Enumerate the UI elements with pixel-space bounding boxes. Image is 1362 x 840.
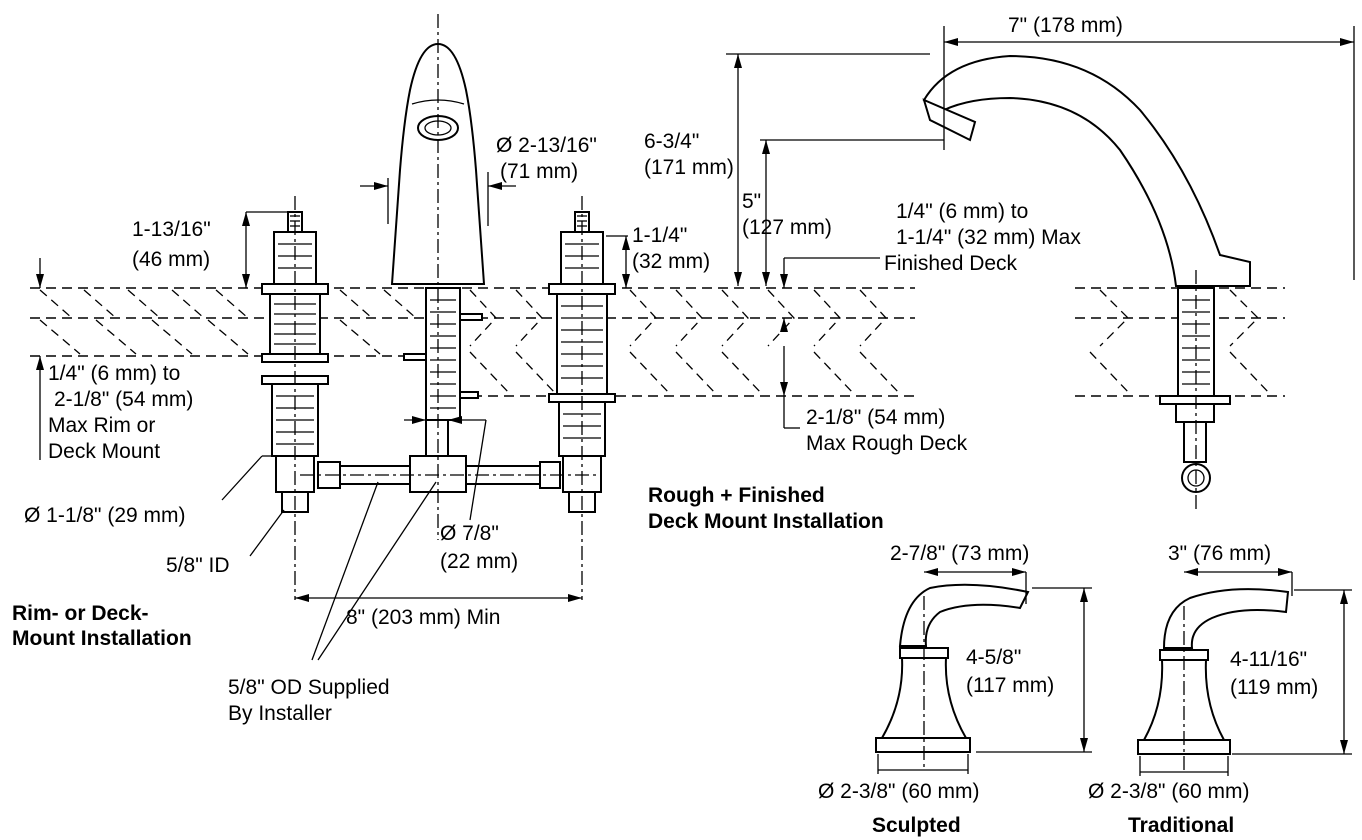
traditional-reach-label: 3" (76 mm) — [1168, 542, 1271, 565]
dimension-labels: 7" (178 mm) Ø 2-13/16" (71 mm) 6-3/4" (1… — [24, 14, 1318, 803]
rim-range-label-4: Deck Mount — [48, 440, 160, 463]
rim-range-label-1: 1/4" (6 mm) to — [48, 362, 180, 385]
centers-label: 8" (203 mm) Min — [346, 606, 501, 629]
right-stem-height-mm-label: (32 mm) — [632, 250, 710, 273]
finished-deck-label-3: Finished Deck — [884, 252, 1018, 275]
spout-height-label: 6-3/4" — [644, 130, 699, 153]
spout-diameter-mm-label: (71 mm) — [500, 160, 578, 183]
traditional-height-mm-label: (119 mm) — [1230, 676, 1318, 699]
rough-deck-label-1: 2-1/8" (54 mm) — [806, 406, 945, 429]
spout-clearance-label: 5" — [742, 190, 761, 213]
rim-range-label-2: 2-1/8" (54 mm) — [54, 388, 193, 411]
spout-clearance-mm-label: (127 mm) — [742, 216, 832, 239]
left-valve — [261, 211, 329, 513]
rim-install-title-2: Mount Installation — [12, 627, 192, 650]
valve-diameter-label: Ø 1-1/8" (29 mm) — [24, 504, 186, 527]
spout-height-mm-label: (171 mm) — [644, 156, 734, 179]
finished-deck-label-1: 1/4" (6 mm) to — [896, 200, 1028, 223]
right-stem-height-label: 1-1/4" — [632, 224, 687, 247]
rough-install-title-2: Deck Mount Installation — [648, 510, 884, 533]
spout-side-view — [922, 54, 1251, 493]
tube-diameter-mm-label: (22 mm) — [440, 550, 518, 573]
sculpted-reach-label: 2-7/8" (73 mm) — [890, 542, 1029, 565]
spout-diameter-label: Ø 2-13/16" — [496, 134, 597, 157]
rim-install-title-1: Rim- or Deck- — [12, 602, 149, 625]
supply-label-1: 5/8" OD Supplied — [228, 676, 390, 699]
supply-tee — [317, 419, 561, 493]
sculpted-title: Sculpted — [872, 814, 961, 837]
sculpted-height-mm-label: (117 mm) — [966, 674, 1054, 697]
tube-diameter-label: Ø 7/8" — [440, 522, 499, 545]
left-stem-height-label: 1-13/16" — [132, 218, 211, 241]
traditional-base-label: Ø 2-3/8" (60 mm) — [1088, 780, 1250, 803]
centerlines — [294, 14, 1197, 770]
left-stem-height-mm-label: (46 mm) — [132, 248, 210, 271]
supply-label-2: By Installer — [228, 702, 332, 725]
traditional-handle — [1137, 588, 1290, 755]
view-titles: Rim- or Deck- Mount Installation Rough +… — [12, 484, 1234, 837]
traditional-title: Traditional — [1128, 814, 1234, 837]
sculpted-base-label: Ø 2-3/8" (60 mm) — [818, 780, 980, 803]
rim-range-label-3: Max Rim or — [48, 414, 155, 437]
spout-reach-label: 7" (178 mm) — [1008, 14, 1123, 37]
rough-install-title-1: Rough + Finished — [648, 484, 825, 507]
sculpted-height-label: 4-5/8" — [966, 646, 1021, 669]
rough-deck-label-2: Max Rough Deck — [806, 432, 968, 455]
deck-left — [30, 287, 915, 397]
traditional-height-label: 4-11/16" — [1230, 648, 1307, 671]
inlet-id-label: 5/8" ID — [166, 554, 229, 577]
finished-deck-label-2: 1-1/4" (32 mm) Max — [896, 226, 1081, 249]
dimension-lines — [36, 26, 1355, 776]
